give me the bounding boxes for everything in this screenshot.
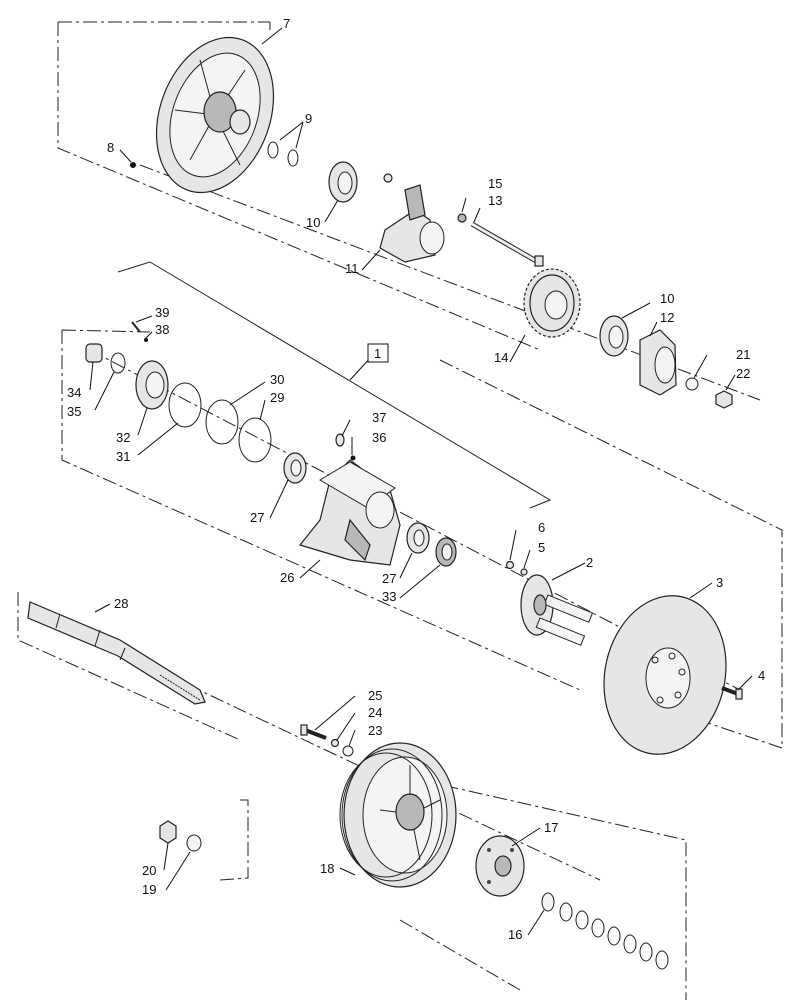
washer-15-part <box>457 213 467 223</box>
callout-10-right: 10 <box>660 291 674 306</box>
sheave-wheel-part <box>155 36 275 194</box>
washer-5-part <box>520 568 528 576</box>
callout-33: 33 <box>382 589 396 604</box>
callout-29: 29 <box>270 390 284 405</box>
nut-20-part <box>159 820 177 844</box>
seal-33-part <box>435 537 457 567</box>
callout-27-left: 27 <box>250 510 264 525</box>
washer-24-part <box>330 738 340 748</box>
nut-22-part <box>715 390 733 409</box>
flange-17-part <box>475 835 525 897</box>
callout-39: 39 <box>155 305 169 320</box>
callout-10-top: 10 <box>306 215 320 230</box>
callout-19: 19 <box>142 882 156 897</box>
callout-13: 13 <box>488 193 502 208</box>
callout-6: 6 <box>538 520 545 535</box>
callout-22: 22 <box>736 366 750 381</box>
washer-21-part <box>685 377 699 391</box>
washer-23-part <box>342 745 354 757</box>
bearing-10-top-part <box>328 161 358 203</box>
shim-30-part <box>205 399 239 445</box>
callout-3: 3 <box>716 575 723 590</box>
callout-24: 24 <box>368 705 382 720</box>
pulley-18-part <box>339 742 457 888</box>
ring-35-part <box>110 352 126 374</box>
pulley-group-outline <box>399 779 687 1000</box>
washer-19-part <box>186 834 202 852</box>
bearing-27-left-part <box>283 452 307 484</box>
drive-hub-2-part <box>520 574 594 646</box>
callout-16: 16 <box>508 927 522 942</box>
callout-30: 30 <box>270 372 284 387</box>
callout-21: 21 <box>736 347 750 362</box>
assembly-ref-box <box>367 343 389 363</box>
callout-4: 4 <box>758 668 765 683</box>
bushing-34-part <box>85 343 103 363</box>
hub-12-part <box>639 329 677 396</box>
housing-26-part <box>298 459 401 566</box>
bearing-27-right-part <box>406 522 430 554</box>
callout-31: 31 <box>116 449 130 464</box>
bearing-10-right-part <box>599 315 629 357</box>
callout-28: 28 <box>114 596 128 611</box>
callout-18: 18 <box>320 861 334 876</box>
pin-38-part <box>144 338 148 342</box>
bracket-11-part <box>379 173 445 263</box>
callout-2: 2 <box>586 555 593 570</box>
sprocket-14-part <box>523 268 581 338</box>
leader-lines <box>89 27 753 936</box>
assembly-bracket <box>117 261 552 509</box>
callout-5: 5 <box>538 540 545 555</box>
fitting-36-part <box>350 455 356 461</box>
grease-fitting-37-part <box>335 433 345 447</box>
callout-32: 32 <box>116 430 130 445</box>
shim-31-part <box>168 382 202 428</box>
callout-27-right: 27 <box>382 571 396 586</box>
pin-8-part <box>130 162 136 168</box>
callout-15: 15 <box>488 176 502 191</box>
callout-14: 14 <box>494 350 508 365</box>
callout-34: 34 <box>67 385 81 400</box>
callout-36: 36 <box>372 430 386 445</box>
callout-7: 7 <box>283 16 290 31</box>
assembly-ref-label: 1 <box>374 346 381 361</box>
bolt-13-part <box>470 221 544 267</box>
bearing-flange-32-part <box>135 360 169 410</box>
callout-12: 12 <box>660 310 674 325</box>
rings-16-part <box>541 892 669 970</box>
callout-23: 23 <box>368 723 382 738</box>
bolt-25-part <box>300 724 327 740</box>
main-group-outline <box>61 329 783 749</box>
shaft-group-outline <box>17 592 249 881</box>
top-group-outline <box>57 21 541 351</box>
nut-6-part <box>505 560 515 570</box>
callout-25: 25 <box>368 688 382 703</box>
callout-8: 8 <box>107 140 114 155</box>
callout-20: 20 <box>142 863 156 878</box>
callout-26: 26 <box>280 570 294 585</box>
pin-39-part <box>131 321 141 333</box>
callout-35: 35 <box>67 404 81 419</box>
disc-3-part <box>603 595 727 755</box>
shaft-28-part <box>27 601 206 705</box>
shim-29-part <box>238 417 272 463</box>
callout-11: 11 <box>345 261 359 276</box>
callout-9: 9 <box>305 111 312 126</box>
callout-38: 38 <box>155 322 169 337</box>
callout-17: 17 <box>544 820 558 835</box>
snap-rings-9-part <box>267 141 299 167</box>
callout-37: 37 <box>372 410 386 425</box>
